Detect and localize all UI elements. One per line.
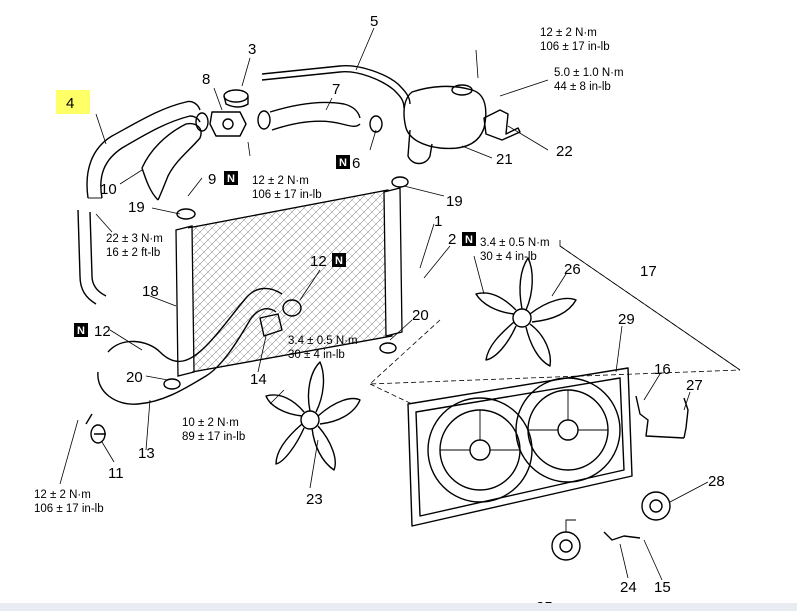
part-label-17: 17 [640,263,657,280]
torque-fan-right-inlb: 30 ± 4 in-lb [480,251,537,263]
part-label-12a: 12 [310,253,327,270]
upper-hose-4 [86,100,201,199]
part-label-3: 3 [248,41,256,58]
harness-16-27 [603,395,689,541]
hose-7 [269,101,361,131]
bottom-scroll-bar[interactable] [0,603,797,611]
fan-motor-28 [641,491,671,521]
n-mark-2: N [462,232,476,246]
part-label-18: 18 [142,283,159,300]
torque-bottom-left-nm: 12 ± 2 N·m [34,489,91,501]
torque-fan-right-nm: 3.4 ± 0.5 N·m [480,237,550,249]
n-mark-9: N [224,171,238,185]
radiator-cap-3 [223,89,249,108]
part-label-10: 10 [100,181,117,198]
part-label-16: 16 [654,361,671,378]
svg-text:N: N [339,157,347,169]
torque-left-nm: 22 ± 3 N·m [106,233,163,245]
torque-bottom-left-inlb: 106 ± 17 in-lb [34,503,104,515]
part-label-5: 5 [370,13,378,30]
svg-text:N: N [465,234,473,246]
part-label-19a: 19 [128,199,145,216]
part-label-26: 26 [564,261,581,278]
dashed-group-17 [368,245,741,405]
part-label-2: 2 [448,231,456,248]
part-label-29: 29 [618,311,635,328]
part-label-13: 13 [138,445,155,462]
n-mark-6: N [336,155,350,169]
part-label-28: 28 [708,473,725,490]
part-numbers: 4 5 3 7 8 6 9 10 19 19 21 22 1 2 12 18 1… [66,13,725,603]
torque-fan-left-inlb: 30 ± 4 in-lb [288,349,345,361]
part-label-23: 23 [306,491,323,508]
radiator [175,187,403,377]
part-label-20b: 20 [412,307,429,324]
torque-bracket-nm: 10 ± 2 N·m [182,417,239,429]
overflow-hose-12 [77,209,107,305]
part-label-20a: 20 [126,369,143,386]
svg-text:N: N [227,173,235,185]
n-marks: N N N N N [74,155,476,337]
hose-10 [141,122,202,201]
part-label-19b: 19 [446,193,463,210]
highlight-marker [56,90,90,114]
part-label-27: 27 [686,377,703,394]
fan-motor-25 [551,519,581,561]
part-label-24: 24 [620,579,637,596]
torque-outlet-nm: 12 ± 2 N·m [252,175,309,187]
torque-bracket-inlb: 89 ± 17 in-lb [182,431,245,443]
part-label-22: 22 [556,143,573,160]
torque-outlet-inlb: 106 ± 17 in-lb [252,189,322,201]
reserve-tank-21 [403,84,487,165]
part-label-8: 8 [202,71,210,88]
part-label-12b: 12 [94,323,111,340]
part-label-21: 21 [496,151,513,168]
part-label-25: 25 [536,599,553,603]
fan-shroud-29 [407,367,633,527]
bracket-22 [483,109,521,141]
part-label-15: 15 [654,579,671,596]
part-label-14: 14 [250,371,267,388]
torque-top-b-nm: 5.0 ± 1.0 N·m [554,67,624,79]
torque-left-ftlb: 16 ± 2 ft-lb [106,247,160,259]
water-outlet-8 [209,111,247,137]
fan-26 [475,257,577,367]
n-mark-12a: N [332,253,346,267]
thermo-sensor-11 [85,413,106,444]
clamps [163,110,409,390]
torque-top-a-nm: 12 ± 2 N·m [540,27,597,39]
svg-text:N: N [335,255,343,267]
lower-hose-13 [97,287,283,405]
part-label-11: 11 [108,465,124,482]
part-label-9: 9 [208,171,216,188]
n-mark-12b: N [74,323,88,337]
torque-top-a-inlb: 106 ± 17 in-lb [540,41,610,53]
torque-fan-left-nm: 3.4 ± 0.5 N·m [288,335,358,347]
part-label-4: 4 [66,95,74,112]
part-label-1: 1 [434,213,442,230]
part-label-6: 6 [352,155,360,172]
fan-23 [265,361,361,471]
torque-specs: 12 ± 2 N·m 106 ± 17 in-lb 5.0 ± 1.0 N·m … [34,27,624,515]
bracket-14 [259,313,283,337]
torque-top-b-inlb: 44 ± 8 in-lb [554,81,611,93]
svg-text:N: N [77,325,85,337]
part-label-7: 7 [332,81,340,98]
